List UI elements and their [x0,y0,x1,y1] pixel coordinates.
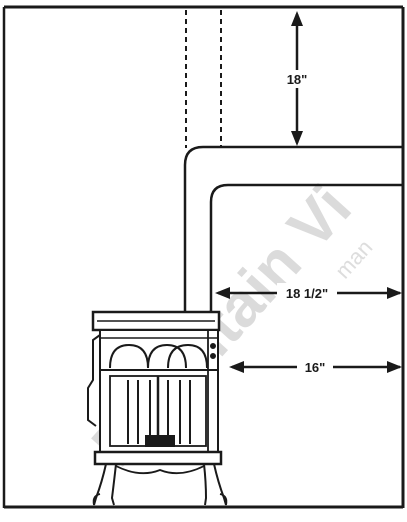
stove-leg-left-curl [92,493,101,506]
side-clearance-lower-label: 16" [305,360,326,375]
top-clearance-label: 18" [287,72,308,87]
stove-bottom-plate [93,450,223,466]
arrowhead-left [229,361,244,373]
side-clearance-upper-dimension: 18 1/2" [215,283,402,303]
arrowhead-right [387,361,402,373]
arrowhead-right [387,287,402,299]
side-clearance-upper-label: 18 1/2" [286,286,328,301]
stove-apron [115,465,205,475]
arrowhead-down [291,131,303,146]
stovepipe-outer [183,145,403,312]
stovepipe-inner [209,183,403,312]
stove-leg-right-curl [219,493,228,506]
stove-side-bracket [87,334,101,427]
stove-leg-right [203,463,227,506]
top-clearance-dimension: 18" [283,11,311,146]
stove-arches [109,343,208,369]
stove-leg-left [93,463,117,506]
arrowhead-left [215,287,230,299]
stove-grate [145,435,175,447]
side-clearance-lower-dimension: 16" [229,357,402,377]
arrowhead-up [291,11,303,26]
stove [87,310,228,506]
